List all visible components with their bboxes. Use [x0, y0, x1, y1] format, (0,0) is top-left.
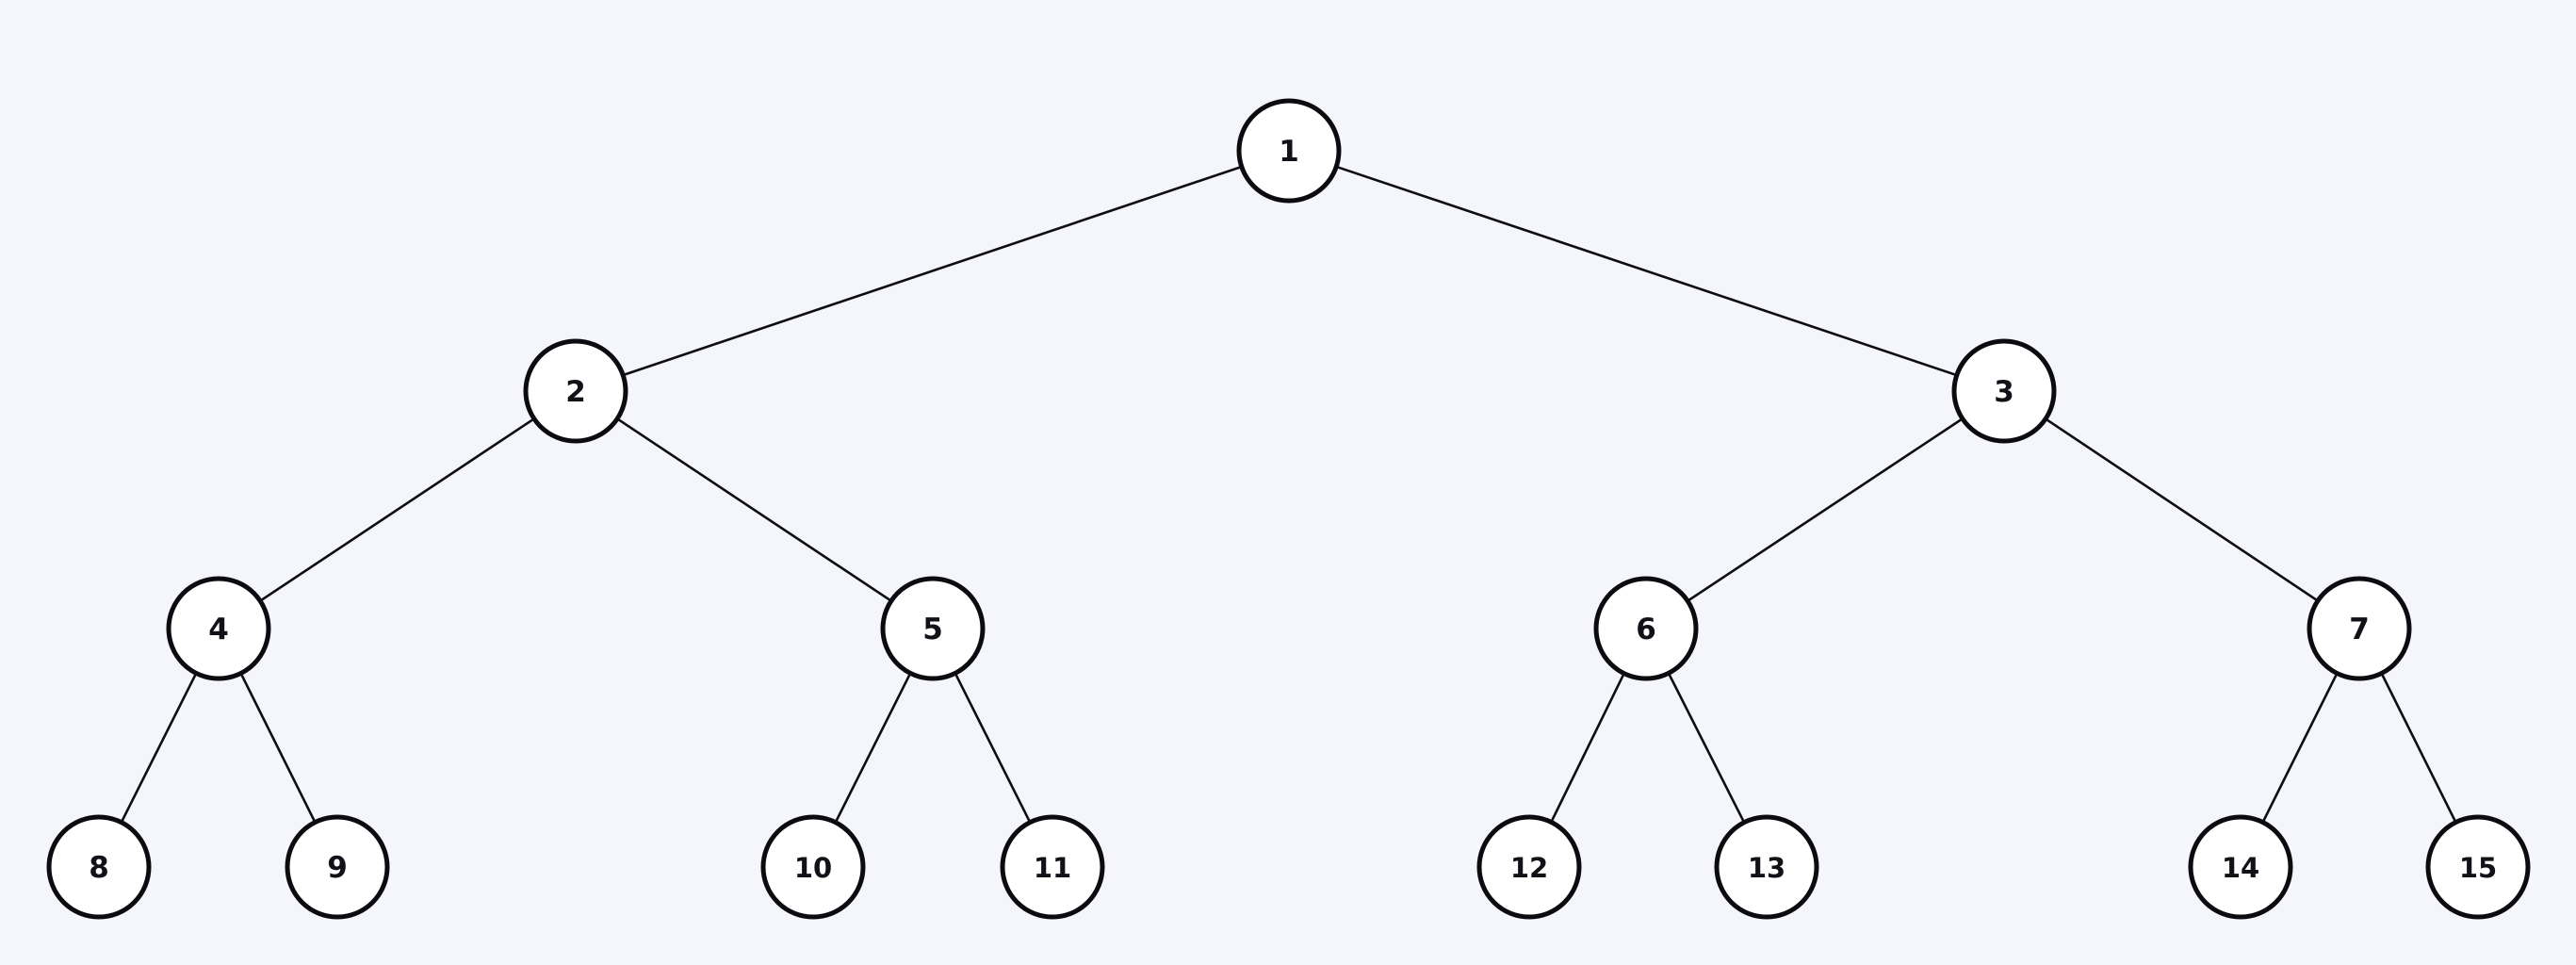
tree-node-circle-11[interactable] — [1000, 814, 1105, 920]
tree-edges-layer — [120, 165, 2458, 825]
tree-node-circle-13[interactable] — [1714, 814, 1819, 920]
tree-node-6[interactable]: 6 — [1593, 576, 1699, 681]
tree-node-3[interactable]: 3 — [1951, 338, 2057, 444]
tree-edge-7-15 — [2379, 671, 2458, 825]
tree-node-5[interactable]: 5 — [880, 576, 986, 681]
tree-edge-6-13 — [1667, 671, 1746, 825]
tree-node-circle-8[interactable] — [46, 814, 152, 920]
tree-node-13[interactable]: 13 — [1714, 814, 1819, 920]
tree-node-9[interactable]: 9 — [285, 814, 390, 920]
tree-node-circle-6[interactable] — [1593, 576, 1699, 681]
tree-node-1[interactable]: 1 — [1236, 98, 1342, 204]
tree-edge-4-9 — [238, 671, 318, 825]
tree-edge-3-7 — [2043, 417, 2321, 603]
tree-node-label-11: 11 — [1034, 852, 1071, 884]
tree-node-circle-14[interactable] — [2188, 814, 2293, 920]
tree-edge-2-4 — [257, 417, 537, 603]
tree-node-label-15: 15 — [2459, 852, 2497, 884]
tree-node-circle-9[interactable] — [285, 814, 390, 920]
tree-node-circle-15[interactable] — [2425, 814, 2531, 920]
tree-node-label-13: 13 — [1748, 852, 1785, 884]
tree-node-2[interactable]: 2 — [523, 338, 628, 444]
tree-node-circle-2[interactable] — [523, 338, 628, 444]
tree-edge-3-6 — [1686, 417, 1965, 603]
tree-edge-5-10 — [834, 671, 912, 825]
tree-node-label-7: 7 — [2349, 613, 2370, 646]
tree-node-circle-10[interactable] — [760, 814, 866, 920]
tree-node-label-2: 2 — [565, 375, 586, 409]
tree-node-label-4: 4 — [208, 613, 229, 646]
tree-node-8[interactable]: 8 — [46, 814, 152, 920]
tree-edge-5-11 — [954, 671, 1032, 825]
tree-node-4[interactable]: 4 — [166, 576, 271, 681]
tree-edge-1-2 — [620, 165, 1245, 377]
tree-node-label-6: 6 — [1636, 613, 1656, 646]
tree-node-label-1: 1 — [1279, 135, 1299, 169]
tree-node-circle-4[interactable] — [166, 576, 271, 681]
tree-node-circle-12[interactable] — [1476, 814, 1582, 920]
tree-edge-6-12 — [1549, 671, 1626, 825]
tree-node-circle-1[interactable] — [1236, 98, 1342, 204]
tree-node-circle-3[interactable] — [1951, 338, 2057, 444]
tree-edge-1-3 — [1333, 165, 1960, 377]
tree-node-circle-7[interactable] — [2307, 576, 2412, 681]
tree-node-11[interactable]: 11 — [1000, 814, 1105, 920]
tree-node-label-9: 9 — [327, 851, 348, 885]
tree-node-label-14: 14 — [2222, 852, 2259, 884]
tree-node-14[interactable]: 14 — [2188, 814, 2293, 920]
tree-node-circle-5[interactable] — [880, 576, 986, 681]
tree-node-label-8: 8 — [89, 851, 109, 885]
tree-edge-4-8 — [120, 671, 198, 825]
tree-node-15[interactable]: 15 — [2425, 814, 2531, 920]
tree-node-label-10: 10 — [794, 852, 832, 884]
tree-node-10[interactable]: 10 — [760, 814, 866, 920]
tree-node-7[interactable]: 7 — [2307, 576, 2412, 681]
tree-edge-7-14 — [2260, 671, 2340, 825]
tree-node-label-12: 12 — [1510, 852, 1548, 884]
tree-node-12[interactable]: 12 — [1476, 814, 1582, 920]
tree-node-label-5: 5 — [922, 613, 943, 646]
tree-node-label-3: 3 — [1994, 375, 2014, 409]
tree-edge-2-5 — [614, 417, 894, 603]
